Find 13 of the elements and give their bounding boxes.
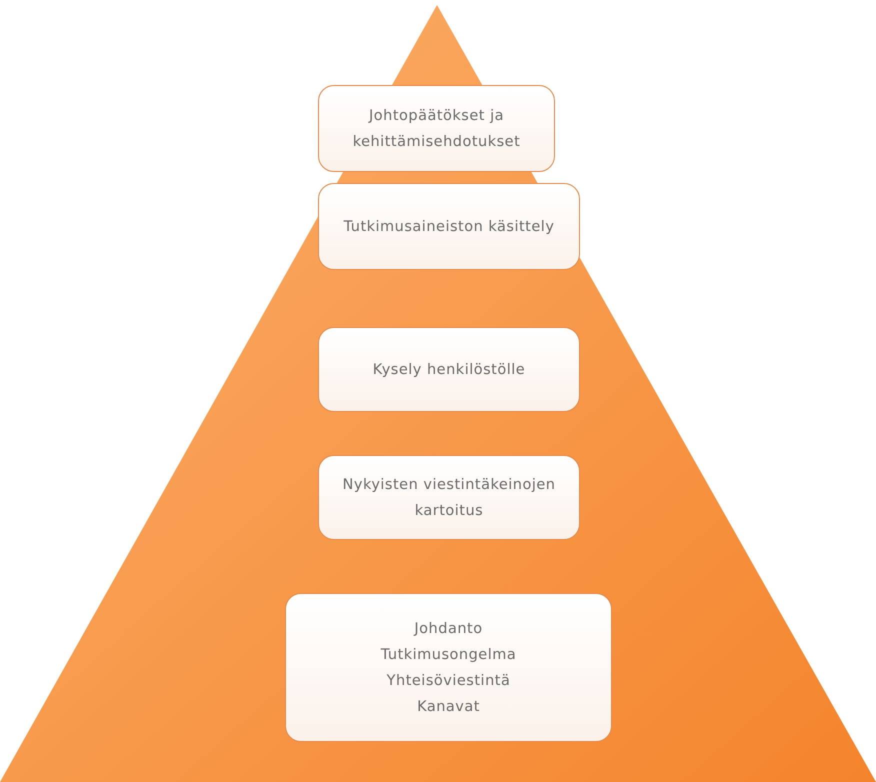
step-box (285, 593, 612, 742)
step-text: Tutkimusongelma (380, 646, 516, 664)
step-box (318, 183, 580, 270)
step-box (318, 455, 580, 540)
step-text: Johdanto (414, 620, 483, 638)
step-text: Nykyisten viestintäkeinojen kartoitus (342, 476, 556, 520)
step-text: Tutkimusaineiston käsittely (344, 218, 554, 236)
step-text: Kanavat (417, 698, 480, 716)
step-text: Kysely henkilöstölle (372, 360, 526, 380)
step-text: Yhteisöviestintä (386, 672, 510, 690)
step-box (318, 85, 555, 172)
step-box (318, 327, 580, 412)
step-text: Johtopäätökset ja kehittämisehdotukset (352, 106, 522, 152)
